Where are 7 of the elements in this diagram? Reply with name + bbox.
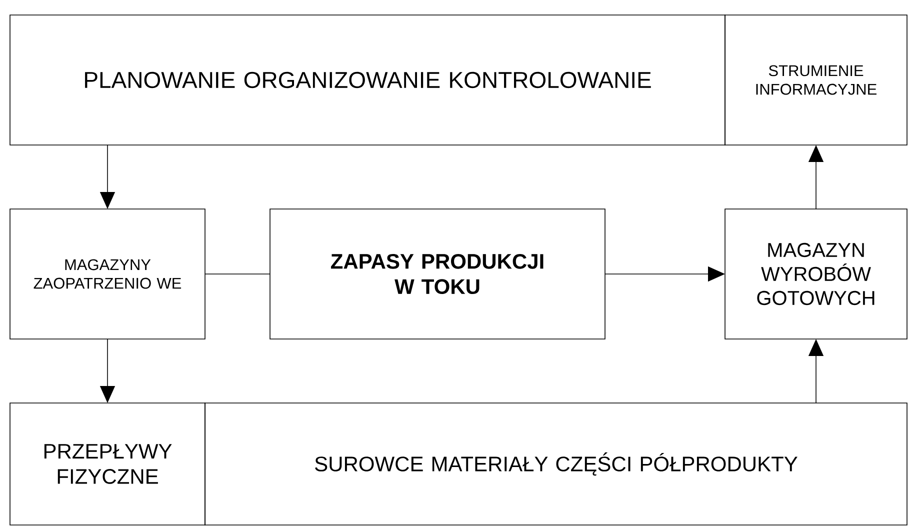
footer-cell: PRZEPŁYWY FIZYCZNE (10, 402, 206, 526)
header-cell: PLANOWANIE ORGANIZOWANIE KONTROLOWANIE (10, 14, 726, 146)
process-box: MAGAZYN WYROBÓW GOTOWYCH (724, 208, 908, 340)
process-box: MAGAZYNY ZAOPATRZENIO WE (10, 208, 206, 340)
footer-cell: SUROWCE MATERIAŁY CZĘŚCI PÓŁPRODUKTY (204, 402, 908, 526)
header-cell: STRUMIENIE INFORMACYJNE (724, 14, 908, 146)
process-box: ZAPASY PRODUKCJI W TOKU (270, 208, 606, 340)
